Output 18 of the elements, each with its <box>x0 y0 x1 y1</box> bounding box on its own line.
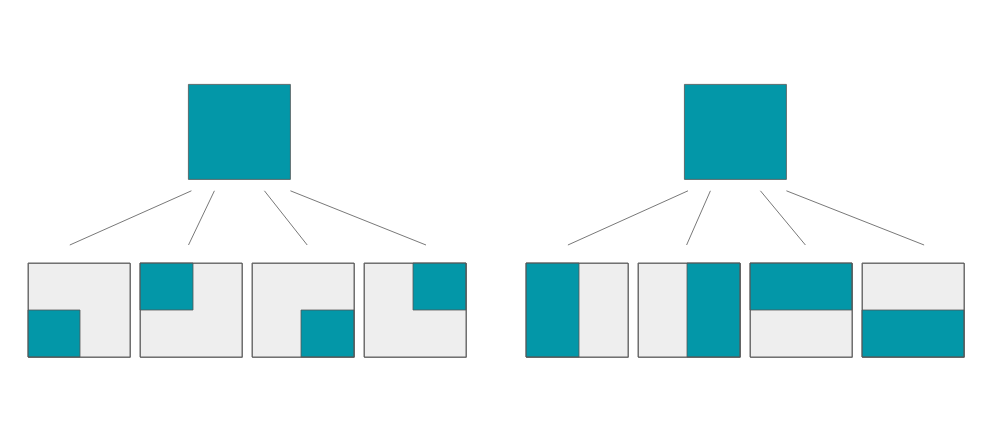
connector-line <box>686 190 711 246</box>
pattern-tile <box>637 262 741 358</box>
connector-line <box>786 190 925 246</box>
pattern-tile <box>27 262 131 358</box>
pattern-tile <box>861 262 965 358</box>
parent-square <box>684 84 787 180</box>
pattern-tile <box>749 262 853 358</box>
connector-line <box>69 190 192 246</box>
connector-line <box>188 190 215 246</box>
connector-line <box>567 190 689 246</box>
connector-line <box>264 190 308 246</box>
pattern-tile <box>525 262 629 358</box>
pattern-tile <box>139 262 243 358</box>
pattern-tile <box>363 262 467 358</box>
connector-line <box>290 190 427 246</box>
parent-square <box>188 84 291 180</box>
pattern-tile <box>251 262 355 358</box>
connector-line <box>760 190 806 246</box>
